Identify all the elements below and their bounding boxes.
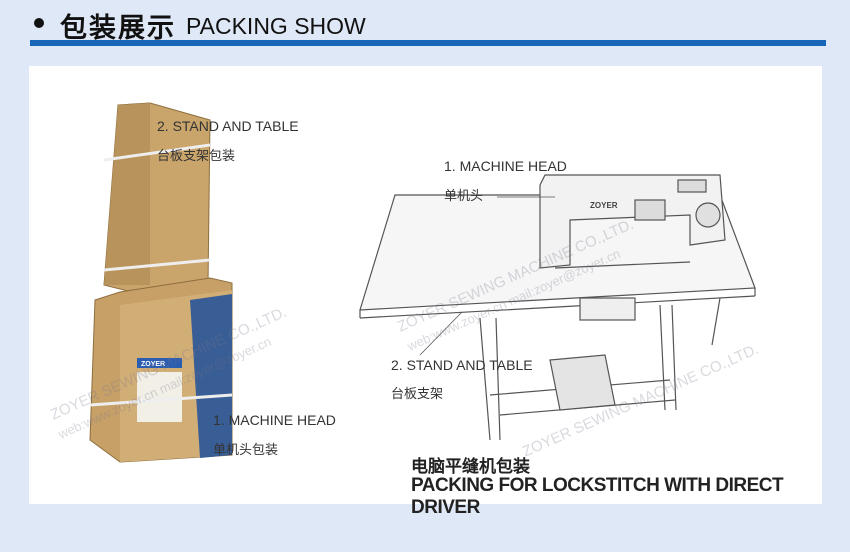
- head-label-cn-right: 单机头: [444, 189, 484, 204]
- section-title-cn: 包装展示: [60, 13, 176, 44]
- machine-brand-text: ZOYER: [590, 201, 618, 210]
- stand-leader-line: [419, 311, 463, 356]
- sewing-machine-drawing: [359, 174, 756, 441]
- head-label-en-left: 1. MACHINE HEAD: [213, 412, 336, 428]
- caption-cn: 电脑平缝机包装: [411, 457, 530, 477]
- head-label-en-right: 1. MACHINE HEAD: [444, 158, 567, 174]
- stand-label-cn-right: 台板支架: [391, 387, 444, 402]
- stand-label-en-right: 2. STAND AND TABLE: [391, 357, 533, 373]
- head-carton: [89, 277, 233, 463]
- bullet-icon: [34, 18, 44, 28]
- section-title-en: PACKING SHOW: [186, 13, 366, 39]
- stand-label-cn-left: 台板支架包装: [157, 149, 236, 164]
- header-divider: [30, 40, 826, 46]
- section-header: 包装展示 PACKING SHOW: [0, 0, 850, 48]
- head-label-cn-left: 单机头包装: [213, 443, 279, 458]
- box-brand-text: ZOYER: [141, 361, 165, 368]
- stand-carton: [103, 102, 211, 293]
- caption-en: PACKING FOR LOCKSTITCH WITH DIRECT DRIVE…: [411, 475, 784, 518]
- stand-label-en-left: 2. STAND AND TABLE: [157, 118, 299, 134]
